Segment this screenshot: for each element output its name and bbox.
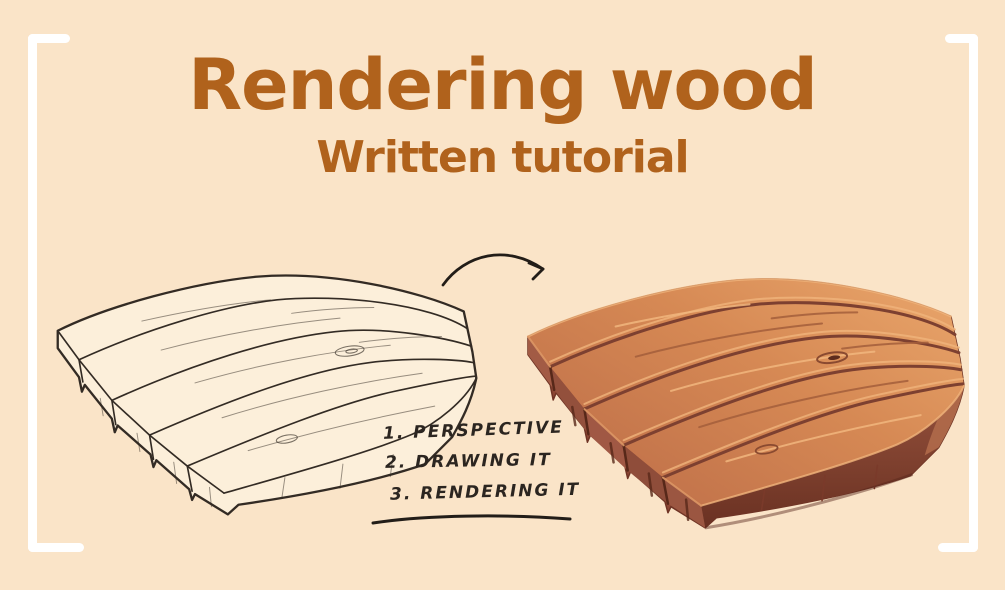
step-item-1: 1. PERSPECTIVE bbox=[382, 417, 565, 444]
frame-bracket-right bbox=[938, 34, 978, 552]
page-title: Rendering wood bbox=[188, 44, 818, 126]
step-item-2: 2. DRAWING IT bbox=[384, 449, 552, 473]
steps-underline bbox=[371, 514, 572, 525]
frame-bracket-left bbox=[28, 34, 84, 552]
wood-render-illustration bbox=[526, 278, 965, 530]
curved-arrow-icon bbox=[441, 253, 545, 287]
wood-sketch-illustration bbox=[56, 274, 478, 516]
step-item-3: 3. RENDERING IT bbox=[389, 479, 581, 505]
page-subtitle: Written tutorial bbox=[316, 132, 689, 183]
steps-list: 1. PERSPECTIVE 2. DRAWING IT 3. RENDERIN… bbox=[383, 418, 603, 513]
